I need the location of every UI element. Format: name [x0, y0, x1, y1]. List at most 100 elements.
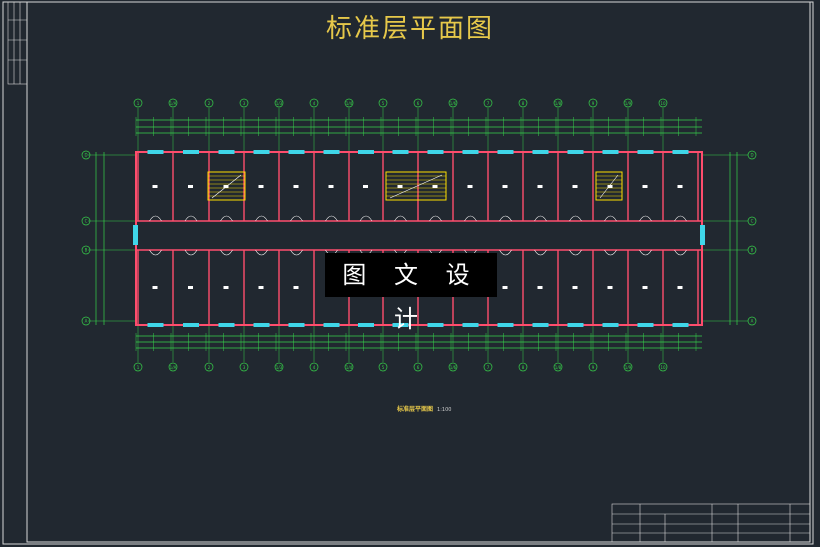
- plan-caption-text: 标准层平面图: [397, 406, 434, 413]
- axis-bubble: [81, 245, 91, 255]
- window: [427, 150, 444, 154]
- axis-label: 1/A: [170, 365, 177, 370]
- axis-bubble: [588, 362, 598, 372]
- window: [323, 150, 340, 154]
- room-tag: [502, 185, 508, 188]
- axis-bubble: [204, 98, 214, 108]
- axis-label: 5: [382, 365, 385, 370]
- door-swing: [290, 249, 303, 256]
- axis-label: 1: [137, 365, 140, 370]
- door-swing: [534, 215, 547, 222]
- door-swing: [674, 249, 687, 256]
- room-tag: [572, 185, 578, 188]
- axis-label: 4: [313, 101, 316, 106]
- door-swing: [290, 215, 303, 222]
- axis-bubble: [588, 98, 598, 108]
- door-swing: [184, 215, 198, 222]
- axis-bubble: [344, 362, 354, 372]
- binding-strip: [7, 1, 28, 85]
- window: [672, 150, 689, 154]
- axis-bubble: [623, 362, 633, 372]
- axis-bubble: [483, 98, 493, 108]
- axis-label: 2: [208, 101, 211, 106]
- door-swing: [429, 215, 442, 222]
- axis-label: 3: [243, 101, 246, 106]
- axis-bubble: [81, 150, 91, 160]
- room-tag: [328, 185, 334, 188]
- axis-label: 8: [522, 365, 525, 370]
- door-swing: [639, 215, 652, 222]
- window: [218, 150, 235, 154]
- room-tag: [677, 185, 683, 188]
- room-tag: [397, 185, 403, 188]
- room-tag: [293, 185, 299, 188]
- door-swing: [255, 249, 268, 256]
- window: [133, 225, 138, 245]
- axis-bubble: [553, 362, 563, 372]
- door-swing: [464, 215, 477, 222]
- window: [700, 225, 705, 245]
- door-swing: [220, 215, 233, 222]
- axis-bubble: [168, 98, 178, 108]
- door-swing: [184, 249, 198, 256]
- room-tag: [502, 286, 508, 289]
- axis-bubble: [448, 98, 458, 108]
- room-tag: [537, 286, 543, 289]
- window: [567, 323, 584, 327]
- axis-bubble: [204, 362, 214, 372]
- axis-bubble: [518, 362, 528, 372]
- window: [253, 323, 270, 327]
- door-swing: [639, 249, 652, 256]
- door-swing: [149, 249, 162, 256]
- room-tag: [223, 286, 229, 289]
- room-tag: [642, 286, 648, 289]
- axis-label: D: [750, 153, 753, 158]
- room-tag: [607, 185, 613, 188]
- axis-label: 8: [522, 101, 525, 106]
- room-tag: [642, 185, 648, 188]
- axis-label: 1/4: [346, 101, 353, 106]
- axis-bubble: [239, 98, 249, 108]
- axis-label: B: [751, 248, 754, 253]
- axis-label: 1/3: [276, 365, 283, 370]
- axis-label: D: [84, 153, 87, 158]
- axis-label: 1/8: [555, 101, 562, 106]
- window: [637, 150, 654, 154]
- axis-bubble: [747, 316, 757, 326]
- axis-bubble: [309, 362, 319, 372]
- axis-label: 7: [487, 365, 490, 370]
- window: [218, 323, 235, 327]
- room-tag: [188, 286, 193, 289]
- room-tag: [467, 185, 473, 188]
- door-swing: [499, 249, 512, 256]
- window: [602, 323, 619, 327]
- window: [392, 150, 409, 154]
- window: [567, 150, 584, 154]
- room-tag: [152, 185, 158, 188]
- window: [358, 323, 374, 327]
- axis-bubble: [344, 98, 354, 108]
- axis-label: 9: [592, 365, 595, 370]
- axis-label: A: [751, 319, 754, 324]
- axis-bubble: [747, 150, 757, 160]
- axis-bubble: [413, 98, 423, 108]
- door-swing: [325, 215, 338, 222]
- door-swing: [394, 215, 407, 222]
- door-swing: [220, 249, 233, 256]
- axis-bubble: [81, 216, 91, 226]
- window: [462, 323, 479, 327]
- axis-label: 1: [137, 101, 140, 106]
- room-tag: [223, 185, 229, 188]
- axis-bubble: [658, 362, 668, 372]
- axis-label: 1/9: [625, 365, 632, 370]
- axis-bubble: [747, 245, 757, 255]
- plan-caption-scale: 1:100: [437, 407, 452, 413]
- axis-bubble: [168, 362, 178, 372]
- window: [147, 323, 164, 327]
- axis-bubble: [81, 316, 91, 326]
- drawing-title: 标准层平面图: [325, 14, 494, 44]
- door-swing: [359, 215, 373, 222]
- axis-bubble: [413, 362, 423, 372]
